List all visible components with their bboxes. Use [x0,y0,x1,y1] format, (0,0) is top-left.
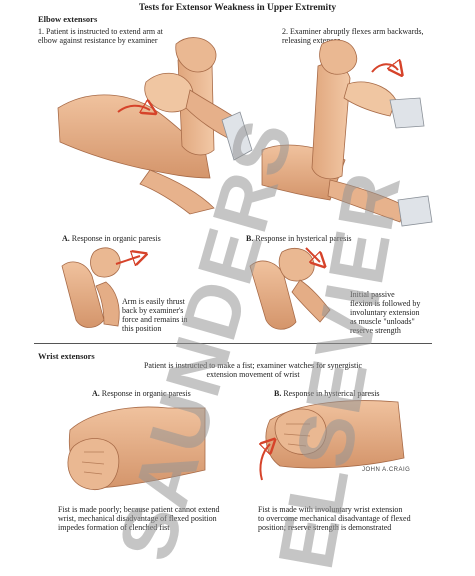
elbow-note-b-line: involuntary extension [350,308,420,317]
elbow-response-b-letter: B. [246,234,254,243]
examiner-cuff [397,195,433,227]
wrist-note-a-line: Fist is made poorly; because patient can… [58,505,220,514]
wrist-response-a-letter: A. [92,389,100,398]
wrist-section-heading: Wrist extensors [38,351,95,361]
elbow-note-b: Initial passive flexion is followed by i… [350,290,420,335]
elbow-response-a-figure [61,247,140,328]
elbow-note-a: Arm is easily thrust back by examiner's … [122,297,188,333]
examiner-cuff [389,97,425,129]
elbow-note-a-line: force and remains in [122,315,188,324]
patient-fist [90,247,121,278]
patient-fist [278,248,315,282]
wrist-note-a-line: impedes formation of clenched fist [58,523,170,532]
wrist-response-a: A. Response in organic paresis [92,389,191,398]
patient-upper-arm [57,94,211,179]
elbow-step-2-line: 2. Examiner abruptly flexes arm backward… [282,27,424,36]
wrist-instruction-line: Patient is instructed to make a fist; ex… [143,361,362,370]
elbow-step-1: 1. Patient is instructed to extend arm a… [38,27,163,45]
elbow-response-b-figure [249,247,331,330]
wrist-note-a: Fist is made poorly; because patient can… [58,505,220,532]
examiner-cuff [221,111,253,161]
elbow-note-a-line: Arm is easily thrust [122,297,185,306]
wrist-instruction: Patient is instructed to make a fist; ex… [128,361,378,379]
elbow-response-a-text: Response in organic paresis [71,234,161,243]
illustrator-signature: JOHN A.CRAIG [362,467,411,473]
elbow-note-a-line: back by examiner's [122,306,184,315]
elbow-figure-2 [261,39,433,227]
elbow-response-b: B. Response in hysterical paresis [246,234,352,243]
wrist-response-b-text: Response in hysterical paresis [283,389,380,398]
elbow-response-a-letter: A. [62,234,70,243]
examiner-hand [343,81,397,117]
wrist-note-a-line: wrist, mechanical disadvantage of flexed… [58,514,217,523]
arrow-icon [371,64,398,72]
patient-forearm [95,281,120,327]
patient-fist [67,438,120,490]
wrist-response-b-figure [260,400,405,481]
examiner-hand [144,72,194,113]
examiner-support-arm [327,179,406,223]
wrist-note-b: Fist is made with involuntary wrist exte… [258,505,411,532]
arrow-icon [260,444,270,481]
wrist-response-b-letter: B. [274,389,282,398]
arrow-icon [305,247,320,262]
elbow-note-b-line: flexion is followed by [350,299,421,308]
wrist-response-a-text: Response in organic paresis [101,389,191,398]
wrist-note-b-line: Fist is made with involuntary wrist exte… [258,505,403,514]
wrist-note-b-line: to overcome mechanical disadvantage of f… [258,514,411,523]
elbow-section-heading: Elbow extensors [38,14,98,24]
elbow-response-b-text: Response in hysterical paresis [255,234,352,243]
examiner-support-arm [139,169,215,215]
page-title: Tests for Extensor Weakness in Upper Ext… [138,3,337,13]
arrow-icon [117,106,150,112]
wrist-instruction-line: extension movement of wrist [206,370,300,379]
arrow-icon [115,256,140,264]
elbow-note-b-line: reserve strength [350,326,401,335]
elbow-figure-1 [57,37,253,215]
illustrations [57,37,433,490]
wrist-response-a-figure [67,406,206,490]
elbow-note-b-line: as muscle "unloads" [350,317,415,326]
section-divider [34,343,432,344]
elbow-step-2: 2. Examiner abruptly flexes arm backward… [282,27,424,45]
patient-arm [249,260,297,330]
elbow-note-b-line: Initial passive [350,290,395,299]
patient-fist [319,39,358,75]
examiner-hand [291,279,331,323]
patient-fist [175,37,217,73]
knuckle-lines [81,451,105,475]
knuckle-lines [283,423,311,447]
elbow-step-1-line: elbow against resistance by examiner [38,36,158,45]
elbow-note-a-line: this position [122,324,162,333]
patient-fist [274,408,327,455]
elbow-response-a: A. Response in organic paresis [62,234,161,243]
wrist-note-b-line: position; reserve strength is demonstrat… [258,523,392,532]
elbow-step-1-line: 1. Patient is instructed to extend arm a… [38,27,163,36]
elbow-step-2-line: releasing extensor [282,36,340,45]
wrist-response-b: B. Response in hysterical paresis [274,389,380,398]
